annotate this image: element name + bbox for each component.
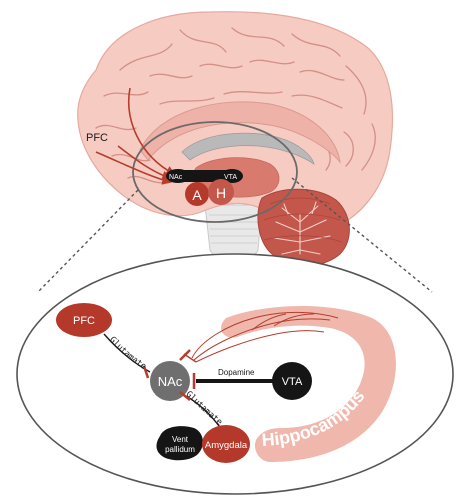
corpus-callosum: [181, 132, 315, 165]
hippocampus-fibers: [191, 311, 339, 363]
pfc-node: [56, 303, 112, 337]
hippocampus-nac-tee: [179, 349, 191, 361]
brain-amygdala-node: [185, 182, 209, 206]
detail-nac-label: NAc: [158, 374, 183, 389]
pfc-nac-terminal: [142, 365, 150, 379]
cingulate-band: [139, 101, 341, 164]
vta-node: [272, 362, 312, 400]
detail-pfc-label: PFC: [73, 315, 95, 327]
nac-node: [150, 361, 190, 401]
brain-sulci: [95, 27, 376, 184]
brain-nac-label: NAc: [169, 174, 183, 181]
cerebellum: [257, 188, 350, 266]
ventral-pallidum-node: [156, 426, 203, 461]
amygdala-node: [202, 425, 250, 463]
brain-stem: [204, 204, 263, 260]
vent-pallidum-line2: pallidum: [165, 445, 195, 454]
brain-a-label: A: [192, 187, 202, 203]
circuit-detail-view: Hippocampus PFC Glutamate NAc Dopamine: [16, 253, 454, 495]
pfc-pathways: [95, 87, 176, 185]
amygdala-label: Amygdala: [205, 440, 248, 451]
brain-sagittal-view: PFC NAc VTA A H: [77, 11, 394, 266]
brain-vta-label: VTA: [224, 174, 237, 181]
dopamine-label: Dopamine: [218, 368, 255, 377]
brain-pfc-label: PFC: [86, 132, 108, 144]
amygdala-nac-terminal: [179, 391, 191, 401]
brain-hippocampus-node: [208, 179, 234, 205]
brain-h-label: H: [216, 185, 226, 201]
vent-pallidum-line1: Vent: [172, 435, 189, 444]
detail-vta-label: VTA: [282, 376, 303, 388]
limbic-highlight-ellipse: [132, 121, 298, 223]
zoom-lines: [37, 177, 433, 293]
hippocampus-shape: [221, 305, 396, 462]
nac-vta-connection: [166, 169, 243, 183]
